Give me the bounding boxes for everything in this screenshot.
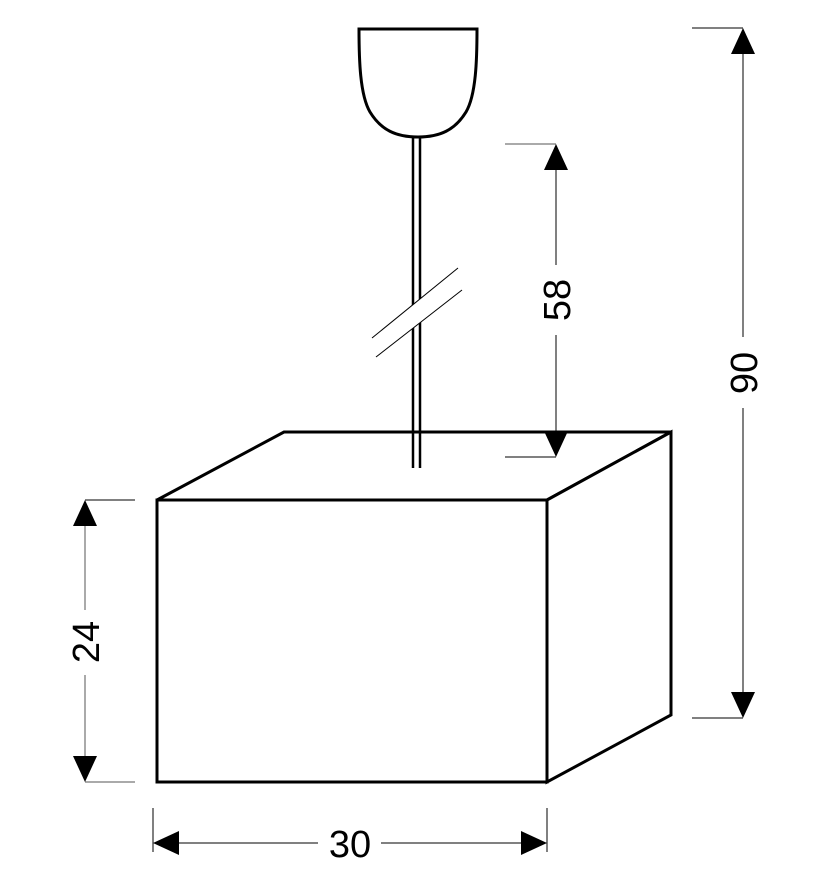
arrow-up-icon (544, 144, 568, 170)
arrow-down-icon (731, 692, 755, 718)
arrow-left-icon (153, 831, 179, 855)
dimension-total-height: 90 (692, 27, 766, 719)
dimension-shade-height: 24 (66, 499, 135, 783)
shade-front-face (155, 498, 549, 784)
dimension-label-24: 24 (66, 621, 108, 663)
arrow-right-icon (521, 831, 547, 855)
box-lampshade (155, 429, 673, 785)
dimension-cord-length: 58 (505, 143, 579, 458)
arrow-up-icon (731, 28, 755, 54)
dimension-label-30: 30 (329, 824, 371, 866)
dimension-label-58: 58 (537, 279, 579, 321)
arrow-up-icon (73, 500, 97, 526)
arrow-down-icon (73, 756, 97, 782)
ceiling-canopy (357, 27, 479, 139)
arrow-down-icon (544, 431, 568, 457)
cord-break-symbol (371, 267, 463, 358)
dimension-label-90: 90 (724, 352, 766, 394)
dimension-shade-width: 30 (152, 808, 548, 866)
